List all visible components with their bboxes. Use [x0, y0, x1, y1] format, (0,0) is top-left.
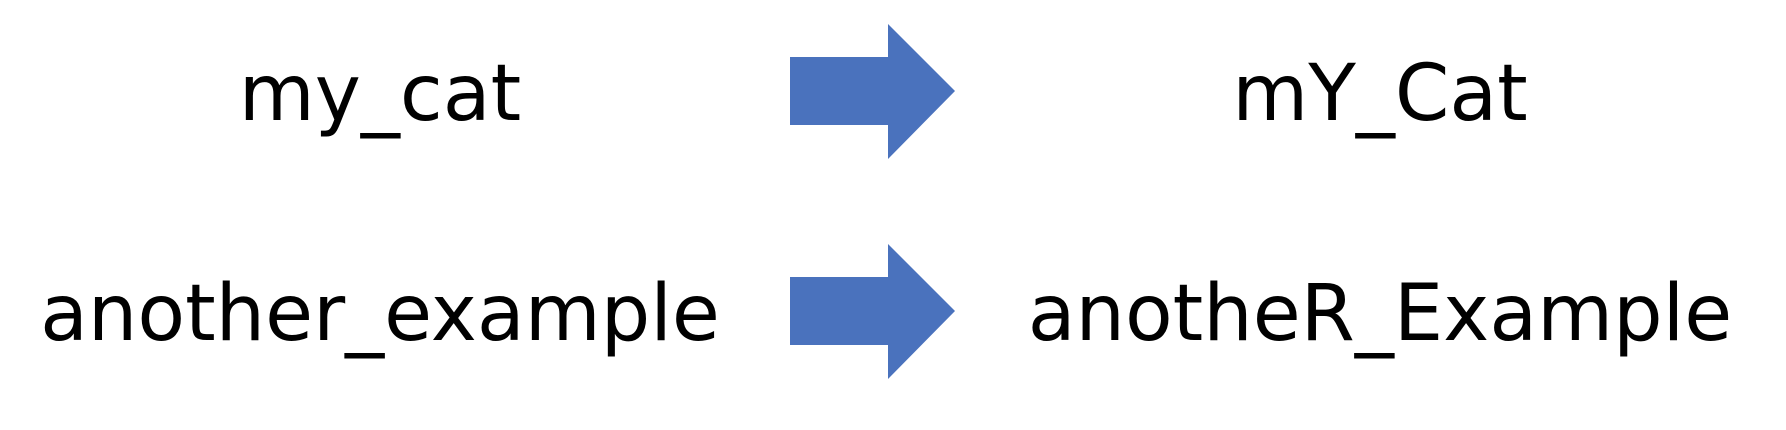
output-text: mY_Cat	[1232, 49, 1528, 139]
transformation-row-2: another_example anotheR_Example	[0, 244, 1786, 384]
output-text: anotheR_Example	[1027, 269, 1733, 359]
right-arrow-icon	[790, 244, 955, 379]
input-text: my_cat	[238, 49, 522, 139]
transformation-row-1: my_cat mY_Cat	[0, 24, 1786, 164]
right-arrow-icon	[790, 24, 955, 159]
input-text: another_example	[40, 269, 720, 359]
